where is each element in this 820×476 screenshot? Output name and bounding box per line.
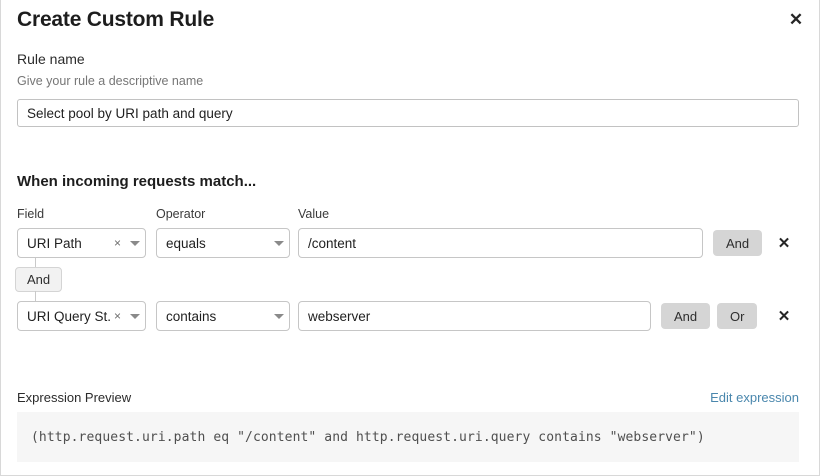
condition-row: URI Query St... × contains And Or ✕: [1, 301, 820, 331]
delete-row-icon-row-1[interactable]: ✕: [773, 232, 795, 254]
clear-icon[interactable]: ×: [113, 236, 121, 250]
field-select-row-2[interactable]: URI Query St... ×: [17, 301, 146, 331]
column-header-field: Field: [17, 207, 45, 221]
page-title: Create Custom Rule: [17, 8, 215, 31]
field-select-value-row-2: URI Query St...: [27, 308, 110, 324]
and-connector-badge[interactable]: And: [15, 267, 63, 292]
conditions-heading: When incoming requests match...: [17, 173, 257, 190]
expression-preview-code: (http.request.uri.path eq "/content" and…: [31, 429, 705, 445]
operator-select-value-row-1: equals: [166, 235, 206, 251]
and-button-row-2[interactable]: And: [661, 303, 711, 329]
chevron-down-icon[interactable]: [125, 240, 145, 246]
value-input-row-1[interactable]: [298, 228, 703, 258]
connector-line-bottom: [35, 291, 36, 301]
expression-preview-box: (http.request.uri.path eq "/content" and…: [17, 412, 799, 462]
chevron-down-icon[interactable]: [269, 313, 289, 319]
rule-name-input[interactable]: [17, 99, 799, 127]
connector-line-top: [35, 258, 36, 268]
or-button-row-2[interactable]: Or: [717, 303, 758, 329]
value-input-row-2[interactable]: [298, 301, 651, 331]
column-header-operator: Operator: [156, 207, 206, 221]
expression-preview-label: Expression Preview: [17, 390, 132, 405]
operator-select-row-2[interactable]: contains: [156, 301, 290, 331]
delete-row-icon-row-2[interactable]: ✕: [773, 305, 795, 327]
condition-row: URI Path × equals And ✕: [1, 228, 820, 258]
field-select-value-row-1: URI Path: [27, 235, 82, 251]
close-icon[interactable]: ✕: [783, 6, 809, 32]
operator-select-value-row-2: contains: [166, 308, 217, 324]
edit-expression-link[interactable]: Edit expression: [710, 390, 799, 405]
field-select-row-1[interactable]: URI Path ×: [17, 228, 146, 258]
chevron-down-icon[interactable]: [269, 240, 289, 246]
and-button-row-1[interactable]: And: [713, 230, 763, 256]
chevron-down-icon[interactable]: [125, 313, 145, 319]
column-header-value: Value: [298, 207, 330, 221]
rule-name-help-text: Give your rule a descriptive name: [17, 74, 204, 88]
rule-name-label: Rule name: [17, 51, 85, 67]
clear-icon[interactable]: ×: [113, 309, 121, 323]
operator-select-row-1[interactable]: equals: [156, 228, 290, 258]
